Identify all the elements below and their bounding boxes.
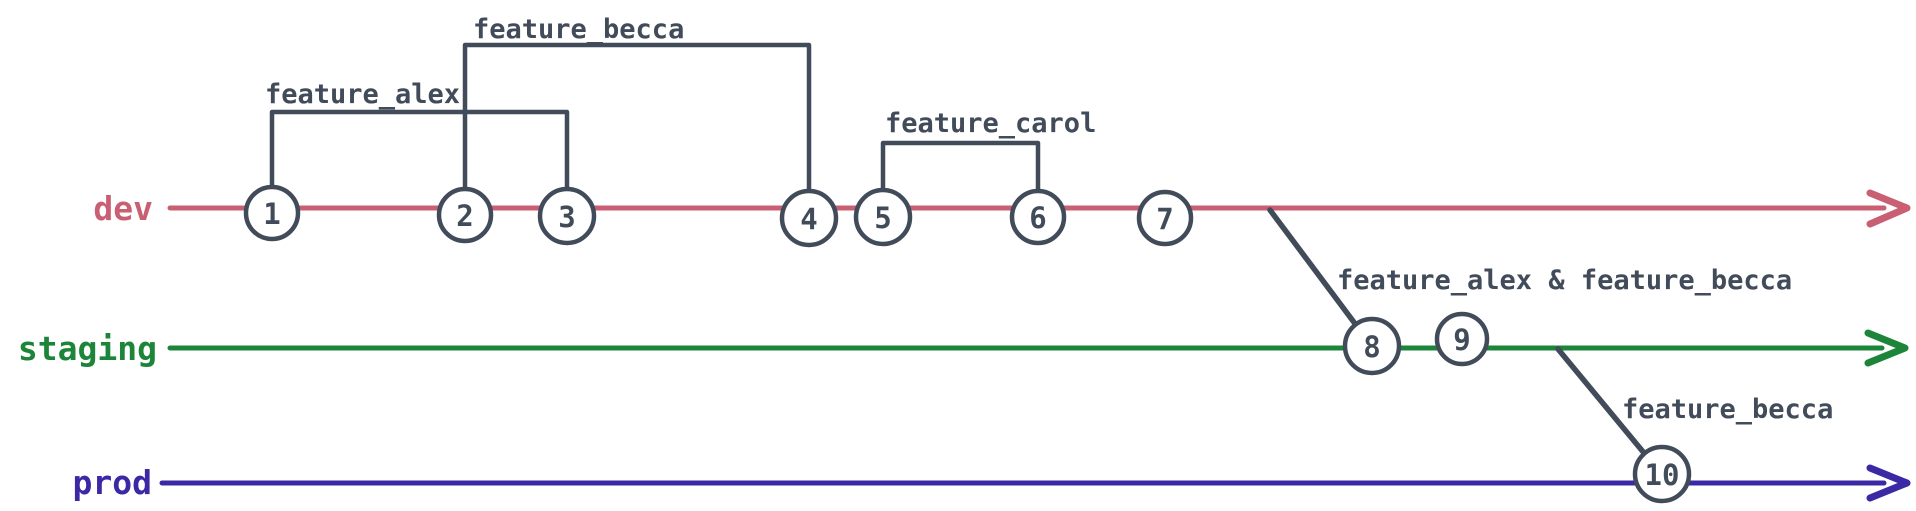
feature-bracket-label-alex: feature_alex (265, 79, 460, 110)
feature-bracket-carol (880, 140, 1041, 196)
merge-edge-staging-to-prod (1555, 346, 1652, 462)
commit-number-5: 5 (874, 201, 891, 235)
commit-number-1: 1 (263, 197, 280, 231)
merge-label-becca: feature_becca (1622, 394, 1833, 425)
branch-lines (159, 205, 1887, 486)
commit-node-6 (1009, 188, 1067, 246)
commit-number-3: 3 (558, 200, 575, 234)
commit-number-10: 10 (1645, 458, 1680, 492)
arrow-right-icon-dev (1866, 189, 1911, 228)
branch-arrowheads (1864, 189, 1911, 502)
feature-labels: feature_alex feature_becca feature_carol… (265, 14, 1833, 425)
branch-label-prod: prod (73, 463, 152, 502)
commit-node-9 (1434, 311, 1490, 367)
feature-bracket-label-carol: feature_carol (885, 108, 1096, 139)
commit-node-10 (1632, 444, 1692, 504)
commit-node-5 (853, 187, 913, 247)
commit-numbers: 1 2 3 4 5 6 7 8 9 10 (263, 197, 1679, 492)
commit-number-9: 9 (1453, 323, 1470, 357)
commit-number-7: 7 (1156, 202, 1173, 236)
commit-number-8: 8 (1363, 330, 1380, 364)
merge-label-alex-and-becca: feature_alex & feature_becca (1337, 265, 1792, 296)
merge-edge-dev-to-staging (1267, 207, 1362, 332)
branch-label-staging: staging (18, 329, 157, 368)
ink-strokes (269, 42, 1652, 462)
arrow-right-icon-staging (1864, 329, 1909, 367)
commit-circles (243, 184, 1692, 504)
branch-label-dev: dev (93, 189, 153, 228)
commit-node-3 (537, 186, 597, 246)
commit-number-6: 6 (1029, 201, 1046, 235)
commit-number-2: 2 (456, 199, 473, 233)
commit-node-7 (1136, 189, 1194, 247)
feature-bracket-alex (269, 109, 570, 195)
feature-bracket-becca (462, 42, 812, 196)
branch-labels: dev staging prod (18, 189, 157, 502)
commit-node-1 (243, 184, 301, 242)
feature-bracket-label-becca: feature_becca (473, 14, 684, 45)
commit-node-2 (436, 186, 494, 244)
commit-node-8 (1342, 316, 1402, 376)
commit-number-4: 4 (800, 202, 817, 236)
arrow-right-icon-prod (1866, 464, 1911, 502)
commit-node-4 (779, 188, 839, 248)
